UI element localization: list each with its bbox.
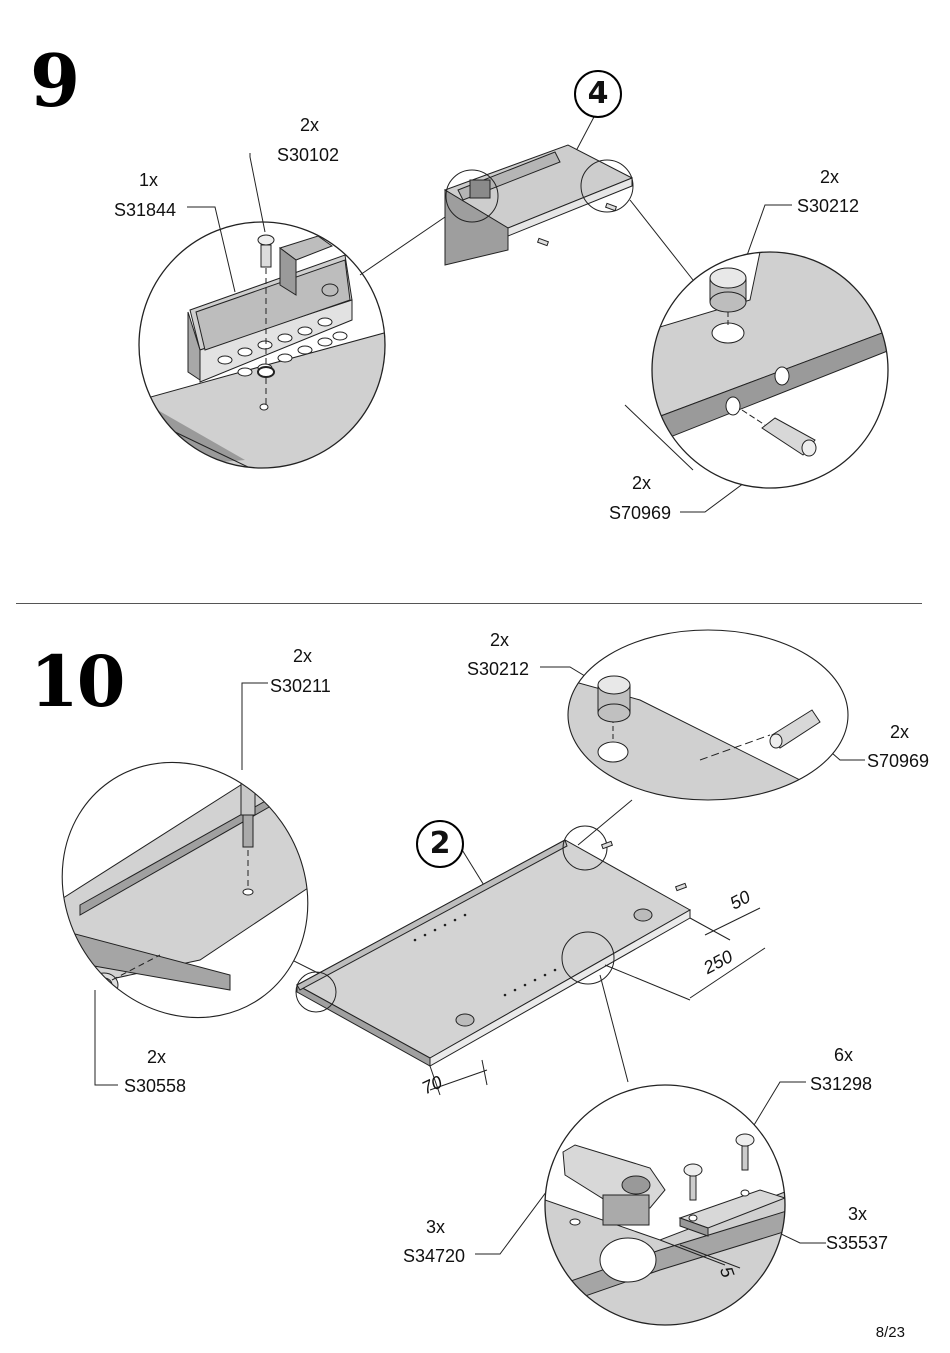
part-code: S31844	[114, 200, 177, 220]
part-code: S30211	[270, 676, 331, 696]
step9-left-detail	[138, 221, 386, 469]
step10-top-detail	[567, 629, 849, 801]
part-qty: 3x	[426, 1217, 446, 1237]
step10-bottom-detail	[544, 1084, 786, 1326]
part-qty: 2x	[890, 722, 910, 742]
step-9-number: 9	[30, 38, 80, 123]
step9-right-detail	[651, 251, 889, 489]
part-code: S30102	[277, 145, 340, 165]
part-code: S30558	[124, 1076, 187, 1096]
panel-2-marker: 2	[416, 820, 464, 868]
step-divider	[16, 603, 922, 604]
step-10-number: 10	[30, 640, 125, 723]
part-code: S35537	[826, 1233, 889, 1253]
step10-panel-2	[295, 825, 692, 1067]
part-qty: 2x	[293, 646, 313, 666]
part-code: S30212	[797, 196, 860, 216]
part-qty: 2x	[300, 115, 320, 135]
part-code: S31298	[810, 1074, 873, 1094]
part-code: S30212	[467, 659, 530, 679]
part-qty: 2x	[147, 1047, 167, 1067]
part-qty: 2x	[490, 630, 510, 650]
part-qty: 1x	[139, 170, 159, 190]
part-code: S34720	[403, 1246, 466, 1266]
part-qty: 2x	[820, 167, 840, 187]
part-qty: 3x	[848, 1204, 868, 1224]
part-code: S70969	[867, 751, 930, 771]
part-qty: 6x	[834, 1045, 854, 1065]
part-code: S70969	[609, 503, 672, 523]
step9-leaders	[187, 114, 796, 513]
page-number: 8/23	[875, 1324, 905, 1341]
step9-panel-4	[443, 144, 634, 266]
step10-left-detail	[59, 750, 321, 1040]
panel-4-marker: 4	[574, 70, 622, 118]
dimension-lines	[429, 907, 766, 1096]
part-qty: 2x	[632, 473, 652, 493]
